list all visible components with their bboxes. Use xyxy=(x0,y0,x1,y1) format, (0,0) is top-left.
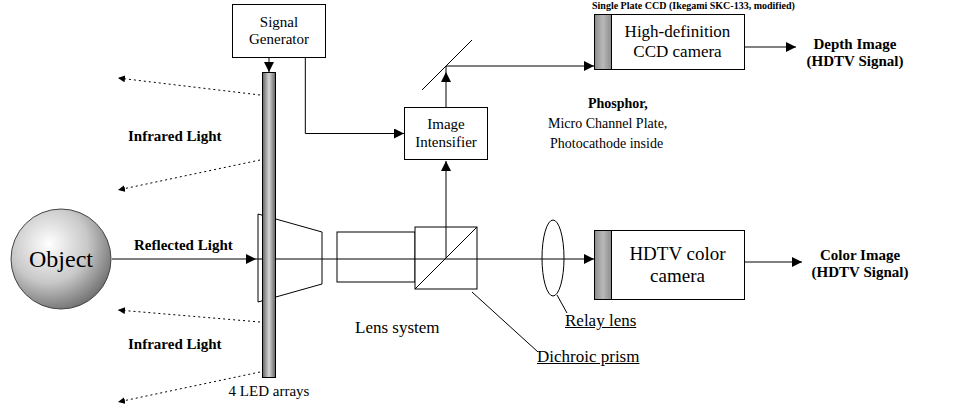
leader-line xyxy=(472,292,538,352)
light-label: Infrared Light xyxy=(128,336,221,353)
camera-box: HDTV color camera xyxy=(594,230,745,300)
part-note: Micro Channel Plate, xyxy=(548,116,667,132)
infrared-rays xyxy=(118,78,260,402)
signal-name: Depth Image (HDTV Signal) xyxy=(800,36,910,71)
led-array: 4 LED arrays xyxy=(262,72,276,378)
lens-system xyxy=(337,232,415,282)
connector xyxy=(269,58,270,72)
part-note: Phosphor, xyxy=(588,96,648,112)
prism-to-intensifier xyxy=(446,161,447,258)
node-text: HDTV color camera xyxy=(615,243,740,287)
light-label: Infrared Light xyxy=(128,128,221,145)
part-note: Single Plate CCD (Ikegami SKC-133, modif… xyxy=(592,0,795,12)
connector xyxy=(112,259,594,260)
node-text: Image Intensifier xyxy=(409,116,483,151)
relay-lens xyxy=(542,220,564,296)
process-box: Image Intensifier xyxy=(404,107,488,160)
node-text: High-definition CCD camera xyxy=(615,22,740,61)
part-name: Lens system xyxy=(355,318,440,338)
color-output-arrow xyxy=(745,262,802,263)
process-box: Signal Generator xyxy=(232,4,326,58)
depth-output-arrow xyxy=(745,47,796,48)
camera-box: High-definition CCD camera xyxy=(594,14,745,70)
object-sphere: Object xyxy=(10,208,112,310)
node-text: Signal Generator xyxy=(237,14,321,49)
node-text: 4 LED arrays xyxy=(229,383,310,400)
part-name: Dichroic prism xyxy=(537,347,639,367)
part-name: Relay lens xyxy=(565,311,636,331)
leader-line xyxy=(557,295,567,313)
part-note: Photocathode inside xyxy=(550,136,663,152)
signal-name: Color Image (HDTV Signal) xyxy=(805,247,915,282)
connector xyxy=(446,66,594,107)
node-text: Object xyxy=(29,246,93,273)
connector xyxy=(305,58,404,134)
edge-label: Reflected Light xyxy=(134,237,233,254)
mirror xyxy=(422,40,472,90)
